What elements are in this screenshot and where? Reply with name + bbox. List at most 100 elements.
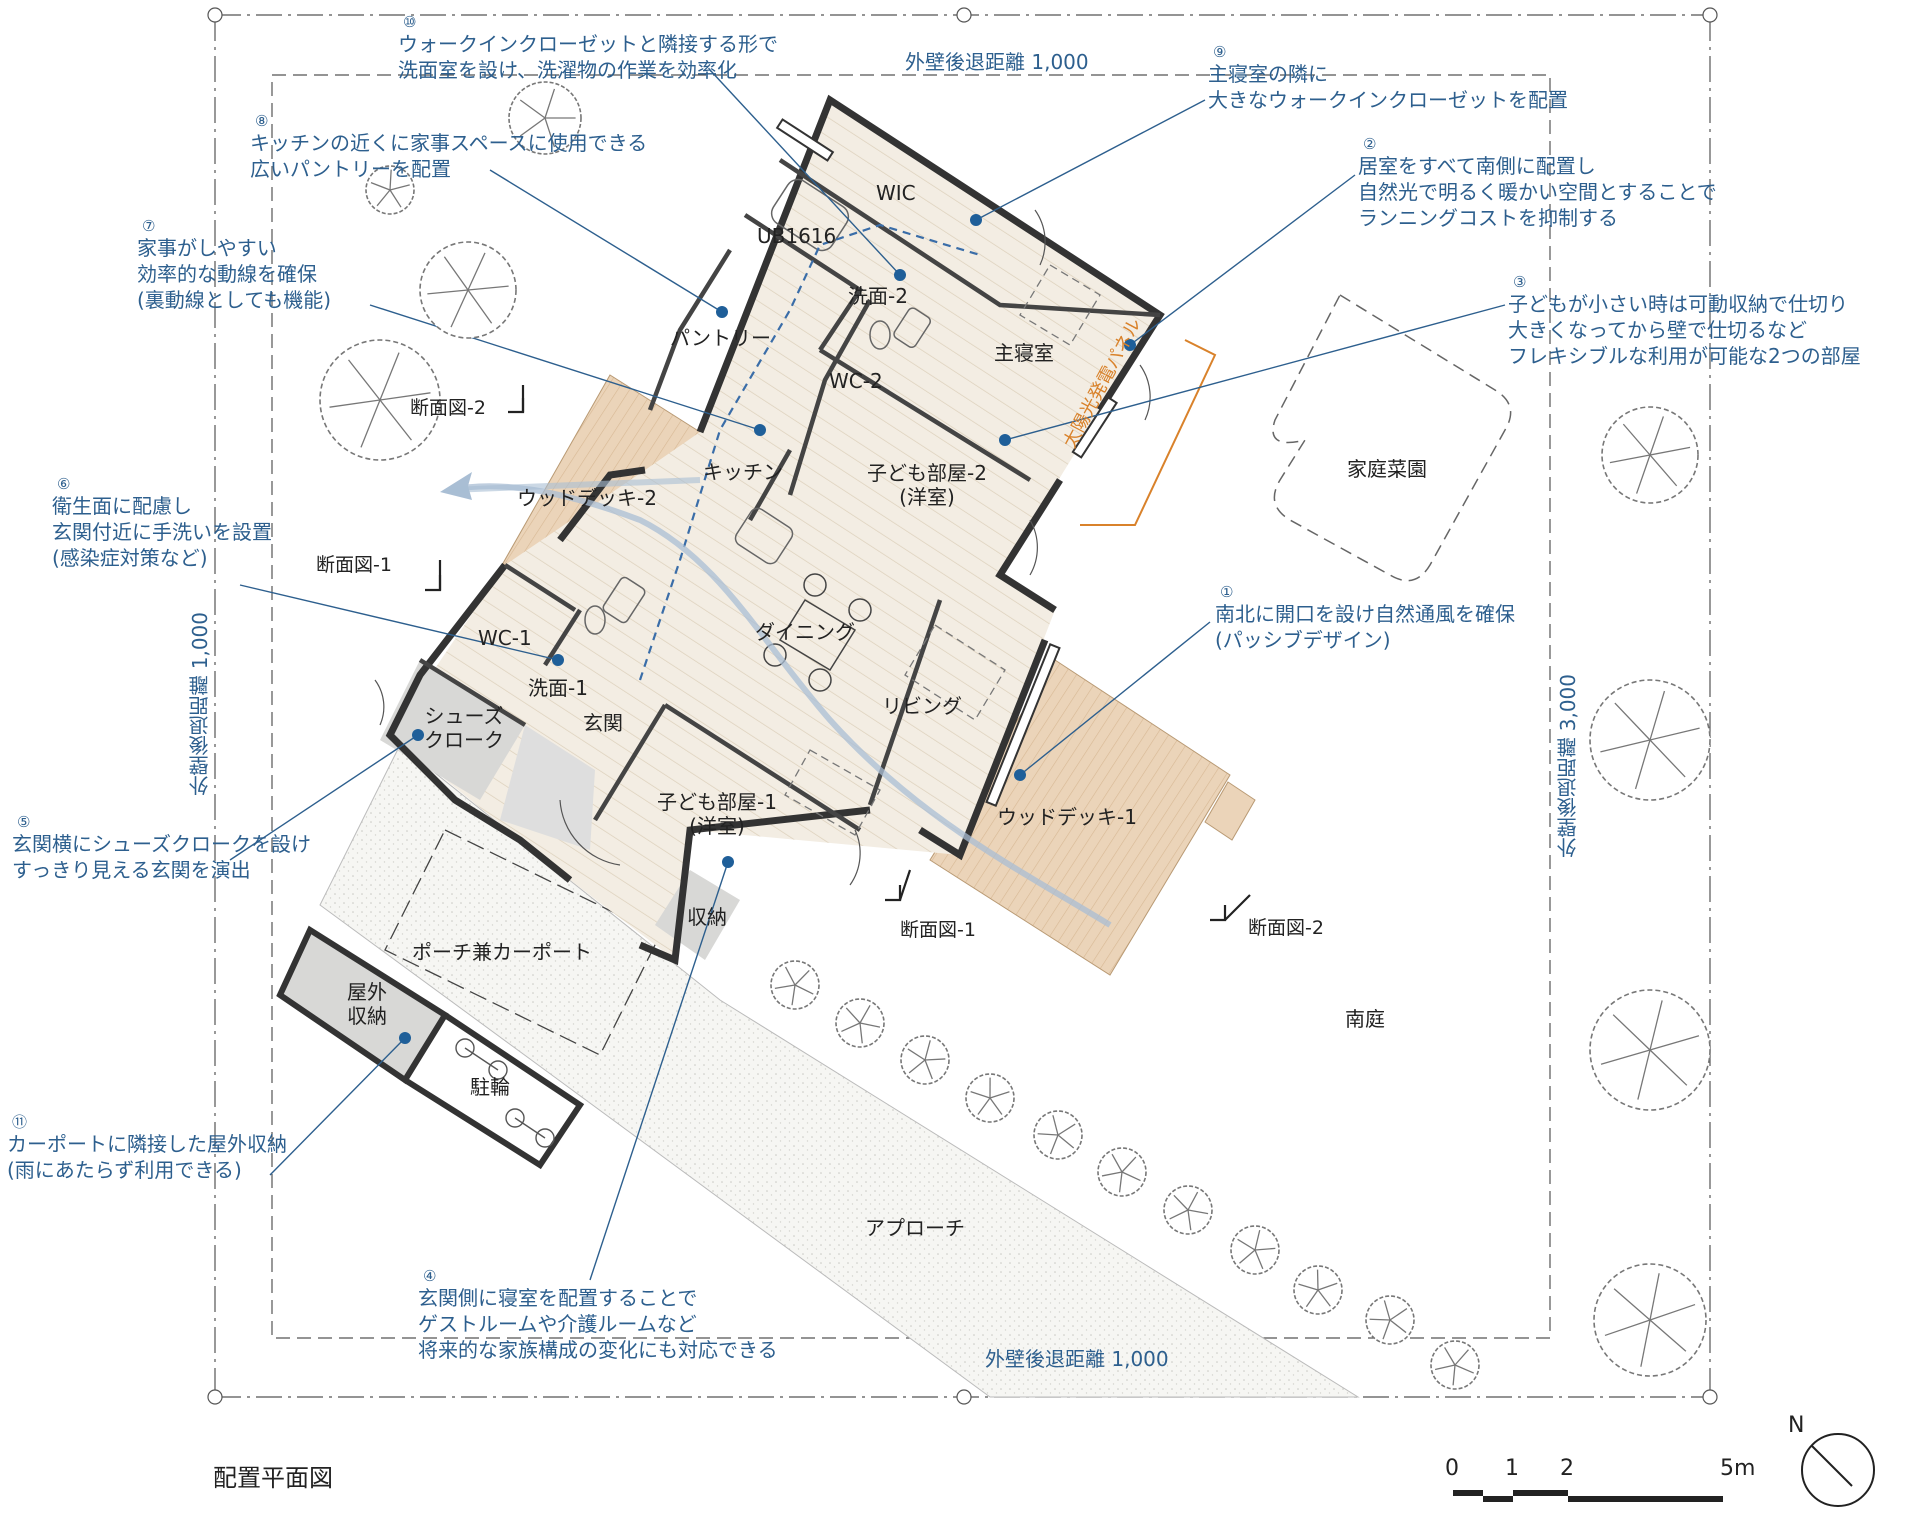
leader-2-dot <box>1124 339 1136 351</box>
leader-6-dot <box>552 654 564 666</box>
leader-5-dot <box>412 729 424 741</box>
callout-11-line-2: (雨にあたらず利用できる) <box>7 1158 242 1182</box>
leader-4 <box>589 861 729 1281</box>
dining-table <box>763 573 872 692</box>
callout-6-line-3: (感染症対策など) <box>52 546 208 570</box>
room-wood-deck-2: ウッドデッキ-2 <box>517 486 657 510</box>
leader-3-dot <box>999 434 1011 446</box>
callout-2-line-3: ランニングコストを抑制する <box>1358 206 1618 230</box>
door-swings <box>374 209 1151 886</box>
callout-10-number: ⑩ <box>403 13 417 31</box>
callout-dots <box>399 214 1136 1044</box>
callout-7: ⑦ 家事がしやすい 効率的な動線を確保 (裏動線としても機能) <box>137 217 331 313</box>
tree-icon <box>319 339 441 461</box>
callout-10-line-2: 洗面室を設け、洗濯物の作業を効率化 <box>398 58 737 82</box>
room-outdoor-storage-line2: 収納 <box>347 1004 387 1028</box>
tree-icon <box>900 1035 950 1085</box>
callout-1-number: ① <box>1220 583 1234 601</box>
callout-leaders <box>229 69 1506 1281</box>
section-2-top-label: 断面図-2 <box>410 397 486 419</box>
wind-arrow <box>440 472 472 500</box>
room-wc-1: WC-1 <box>478 626 532 650</box>
drawing-title: 配置平面図 <box>213 1464 333 1492</box>
tree-icon <box>1589 989 1711 1111</box>
room-child-1: 子ども部屋-1 (洋室) <box>657 790 777 838</box>
section-markers <box>425 385 1251 922</box>
room-porch-carport: ポーチ兼カーポート <box>412 940 592 964</box>
tree-icon <box>1593 1263 1707 1377</box>
tree-icon <box>835 998 885 1048</box>
tree-icon <box>1163 1185 1213 1235</box>
carport-outline <box>384 829 661 1056</box>
callout-6: ⑥ 衛生面に配慮し 玄関付近に手洗いを設置 (感染症対策など) <box>52 475 272 571</box>
room-washroom-1: 洗面-1 <box>528 676 588 700</box>
house-floor <box>390 100 1160 960</box>
callout-5-line-1: 玄関横にシューズクロークを設け <box>12 832 311 856</box>
setback-left-label: 外壁後退距離 1,000 <box>188 612 212 796</box>
vegetable-garden <box>1272 293 1512 582</box>
callout-3: ③ 子どもが小さい時は可動収納で仕切り 大きくなってから壁で仕切るなど フレキシ… <box>1508 273 1861 369</box>
wind-flow-2 <box>449 477 701 493</box>
tree-icon <box>1430 1340 1480 1390</box>
room-storage: 収納 <box>687 905 727 929</box>
circulation-path <box>638 223 981 681</box>
fixtures <box>584 178 931 635</box>
leader-5 <box>229 734 419 861</box>
callout-1-line-1: 南北に開口を設け自然通風を確保 <box>1215 602 1515 626</box>
room-outdoor-storage: 屋外 収納 <box>347 980 387 1028</box>
interior-walls <box>418 158 1161 832</box>
tree-icon <box>1365 1295 1415 1345</box>
scale-label-0: 0 <box>1445 1456 1459 1481</box>
callout-2: ② 居室をすべて南側に配置し 自然光で明るく暖かい空間とすることで ランニングコ… <box>1358 135 1717 231</box>
scale-bar <box>1453 1490 1723 1502</box>
boundary-markers <box>207 7 1718 1405</box>
room-wc-2: WC-2 <box>829 369 883 393</box>
leader-9 <box>975 99 1206 221</box>
section-2-bottom-label: 断面図-2 <box>1248 917 1324 939</box>
leader-7-dot <box>754 424 766 436</box>
room-bike-parking: 駐輪 <box>470 1075 510 1099</box>
callout-6-number: ⑥ <box>57 475 71 493</box>
leader-8-dot <box>716 306 728 318</box>
callout-9-line-1: 主寝室の隣に <box>1208 62 1328 86</box>
room-south-garden: 南庭 <box>1345 1007 1385 1031</box>
callout-7-number: ⑦ <box>142 217 156 235</box>
callout-9: ⑨ 主寝室の隣に 大きなウォークインクローゼットを配置 <box>1208 43 1568 113</box>
leader-10 <box>709 69 901 276</box>
leader-11-dot <box>399 1032 411 1044</box>
callout-3-line-1: 子どもが小さい時は可動収納で仕切り <box>1508 292 1848 316</box>
tree-icon <box>1589 679 1711 801</box>
tree-icon <box>419 241 517 339</box>
callout-2-line-2: 自然光で明るく暖かい空間とすることで <box>1358 180 1717 204</box>
callout-8-line-1: キッチンの近くに家事スペースに使用できる <box>250 131 648 155</box>
room-child-1-sub: (洋室) <box>689 814 745 838</box>
callout-11-number: ⑪ <box>12 1113 28 1131</box>
solar-panel-outline <box>1080 339 1217 526</box>
room-wic: WIC <box>876 181 916 205</box>
leader-4-dot <box>722 856 734 868</box>
north-arrow-ring <box>1801 1433 1875 1507</box>
tree-icon <box>365 165 415 215</box>
callout-3-line-2: 大きくなってから壁で仕切るなど <box>1508 318 1807 342</box>
leader-1 <box>1019 621 1211 776</box>
callout-7-line-1: 家事がしやすい <box>137 236 277 260</box>
tree-icon <box>1033 1110 1083 1160</box>
entrance-floor <box>500 725 595 850</box>
leader-6 <box>239 584 559 661</box>
room-dining: ダイニング <box>755 620 855 644</box>
leader-8 <box>489 169 723 313</box>
leader-1-dot <box>1014 769 1026 781</box>
approach-paving <box>319 744 1360 1398</box>
callout-5-line-2: すっきり見える玄関を演出 <box>12 858 251 882</box>
room-wood-deck-1: ウッドデッキ-1 <box>997 805 1137 829</box>
tree-icon <box>965 1073 1015 1123</box>
north-arrow-needle <box>1811 1445 1853 1487</box>
scale-label-1: 1 <box>1505 1456 1519 1481</box>
callout-4-line-3: 将来的な家族構成の変化にも対応できる <box>418 1338 778 1362</box>
callout-1-line-2: (パッシブデザイン) <box>1215 628 1391 652</box>
room-approach: アプローチ <box>865 1216 965 1240</box>
room-shoes-cloak-line2: クローク <box>424 728 504 752</box>
room-unit-bath: UB1616 <box>757 224 837 248</box>
tree-icon <box>1601 406 1699 504</box>
callout-5-number: ⑤ <box>17 813 31 831</box>
